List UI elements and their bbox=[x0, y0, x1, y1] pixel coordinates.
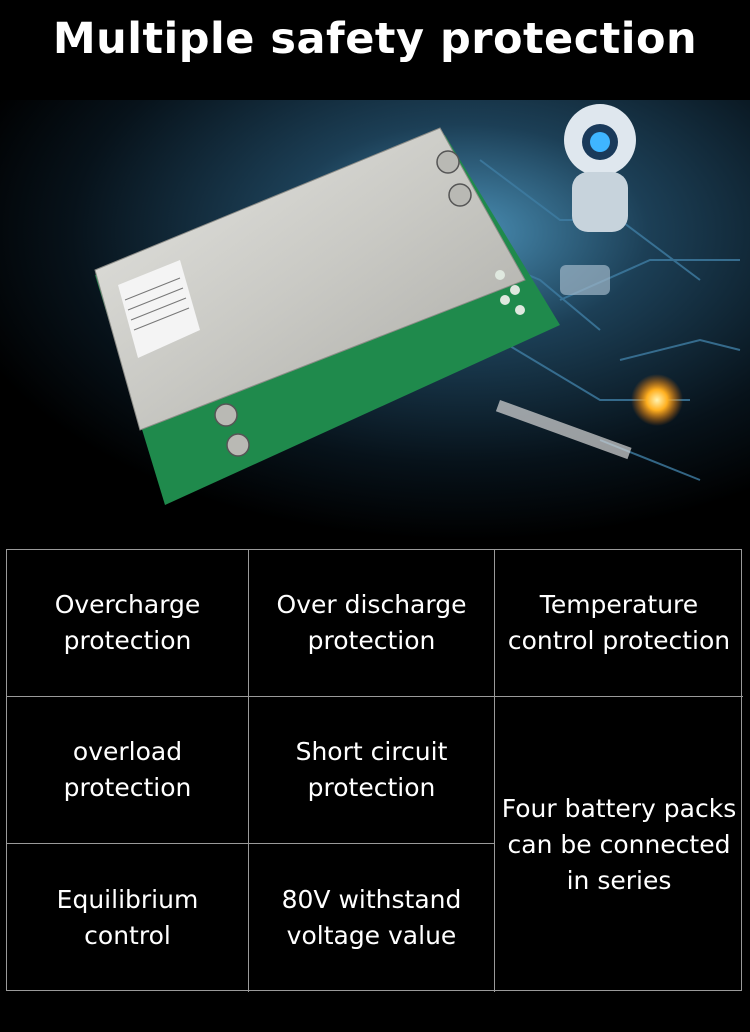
feature-table: Overcharge protection Over discharge pro… bbox=[6, 549, 743, 992]
feature-series: Four battery packs can be connected in s… bbox=[501, 793, 737, 895]
robot-icon bbox=[564, 104, 636, 232]
bms-circuit-board-image bbox=[0, 100, 750, 540]
page-title: Multiple safety protection bbox=[52, 14, 698, 64]
feature-temperature: Temperature control protection bbox=[495, 550, 743, 697]
feature-overload: overload protection bbox=[7, 697, 249, 844]
feature-withstand-voltage: 80V withstand voltage value bbox=[249, 844, 495, 992]
feature-equilibrium: Equilibrium control bbox=[7, 844, 249, 992]
feature-over-discharge: Over discharge protection bbox=[249, 550, 495, 697]
feature-short-circuit: Short circuit protection bbox=[249, 697, 495, 844]
feature-overcharge: Overcharge protection bbox=[7, 550, 249, 697]
product-hero-image bbox=[0, 100, 750, 540]
